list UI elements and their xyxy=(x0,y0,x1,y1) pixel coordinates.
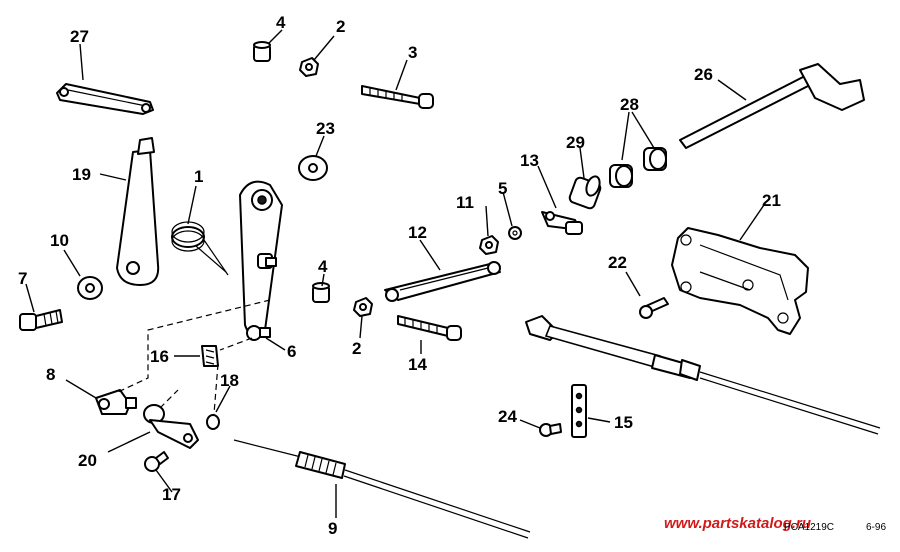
figure-date: 6-96 xyxy=(866,522,886,533)
part-2-nut-upper xyxy=(299,57,319,77)
callout-21: 21 xyxy=(762,191,781,210)
part-16-clip xyxy=(201,345,219,367)
part-24-screw xyxy=(539,423,562,437)
callout-8: 8 xyxy=(46,365,55,384)
callout-14: 14 xyxy=(408,355,427,374)
part-8-connector xyxy=(95,389,137,415)
part-22-screw xyxy=(639,297,669,319)
leader-lines xyxy=(25,29,767,518)
callout-7: 7 xyxy=(18,269,27,288)
watermark: www.partskatalog.ru xyxy=(664,515,811,532)
callout-9: 9 xyxy=(328,519,337,538)
callout-19: 19 xyxy=(72,165,91,184)
part-4-bushing-lower xyxy=(312,282,330,303)
callout-20: 20 xyxy=(78,451,97,470)
callout-26: 26 xyxy=(694,65,713,84)
part-4-bushing-upper xyxy=(253,41,271,62)
callout-11: 11 xyxy=(456,193,474,212)
callout-17: 17 xyxy=(162,485,181,504)
callout-12: 12 xyxy=(408,223,427,242)
part-19-lever xyxy=(116,137,160,286)
part-26-shaft xyxy=(679,63,865,149)
part-10-washer xyxy=(77,276,103,300)
callout-23: 23 xyxy=(316,119,335,138)
callout-24: 24 xyxy=(498,407,517,426)
part-21-bracket xyxy=(671,227,809,335)
part-28-bushings xyxy=(609,147,667,188)
callout-4-lower: 4 xyxy=(318,257,328,276)
callout-5: 5 xyxy=(498,179,507,198)
callout-13: 13 xyxy=(520,151,539,170)
callout-2-lower: 2 xyxy=(352,339,361,358)
part-7-bolt xyxy=(19,309,63,331)
part-6-arm xyxy=(239,180,283,341)
part-3-screw xyxy=(361,85,434,109)
part-13-bracket xyxy=(541,211,583,235)
callout-28: 28 xyxy=(620,95,639,114)
cable-upper xyxy=(525,315,881,435)
callout-22: 22 xyxy=(608,253,627,272)
part-2-nut-lower xyxy=(353,297,373,317)
callout-1: 1 xyxy=(194,167,203,186)
callouts: 1 2 2 3 4 4 5 6 7 8 9 10 11 12 13 14 15 … xyxy=(18,13,781,538)
part-15-plate xyxy=(571,384,587,438)
part-18-washer xyxy=(206,414,220,430)
part-27-link xyxy=(56,83,154,115)
part-29-bushing xyxy=(568,175,602,210)
part-11-nut xyxy=(479,235,499,255)
callout-16: 16 xyxy=(150,347,169,366)
part-1-spring xyxy=(171,221,229,276)
callout-15: 15 xyxy=(614,413,633,432)
callout-4-upper: 4 xyxy=(276,13,286,32)
part-14-screw xyxy=(397,315,462,341)
callout-18: 18 xyxy=(220,371,239,390)
part-23-washer xyxy=(298,155,328,181)
part-12-link xyxy=(384,261,501,302)
part-9-cable xyxy=(233,439,531,539)
assembly-lines xyxy=(117,299,271,415)
callout-6: 6 xyxy=(287,342,296,361)
callout-2-upper: 2 xyxy=(336,17,345,36)
callout-27: 27 xyxy=(70,27,89,46)
callout-3: 3 xyxy=(408,43,417,62)
callout-29: 29 xyxy=(566,133,585,152)
part-20-lever xyxy=(143,404,199,449)
part-5-washer xyxy=(508,226,522,240)
callout-10: 10 xyxy=(50,231,69,250)
figure-code: PCA1219C xyxy=(784,522,834,533)
part-17-screw xyxy=(144,451,169,472)
